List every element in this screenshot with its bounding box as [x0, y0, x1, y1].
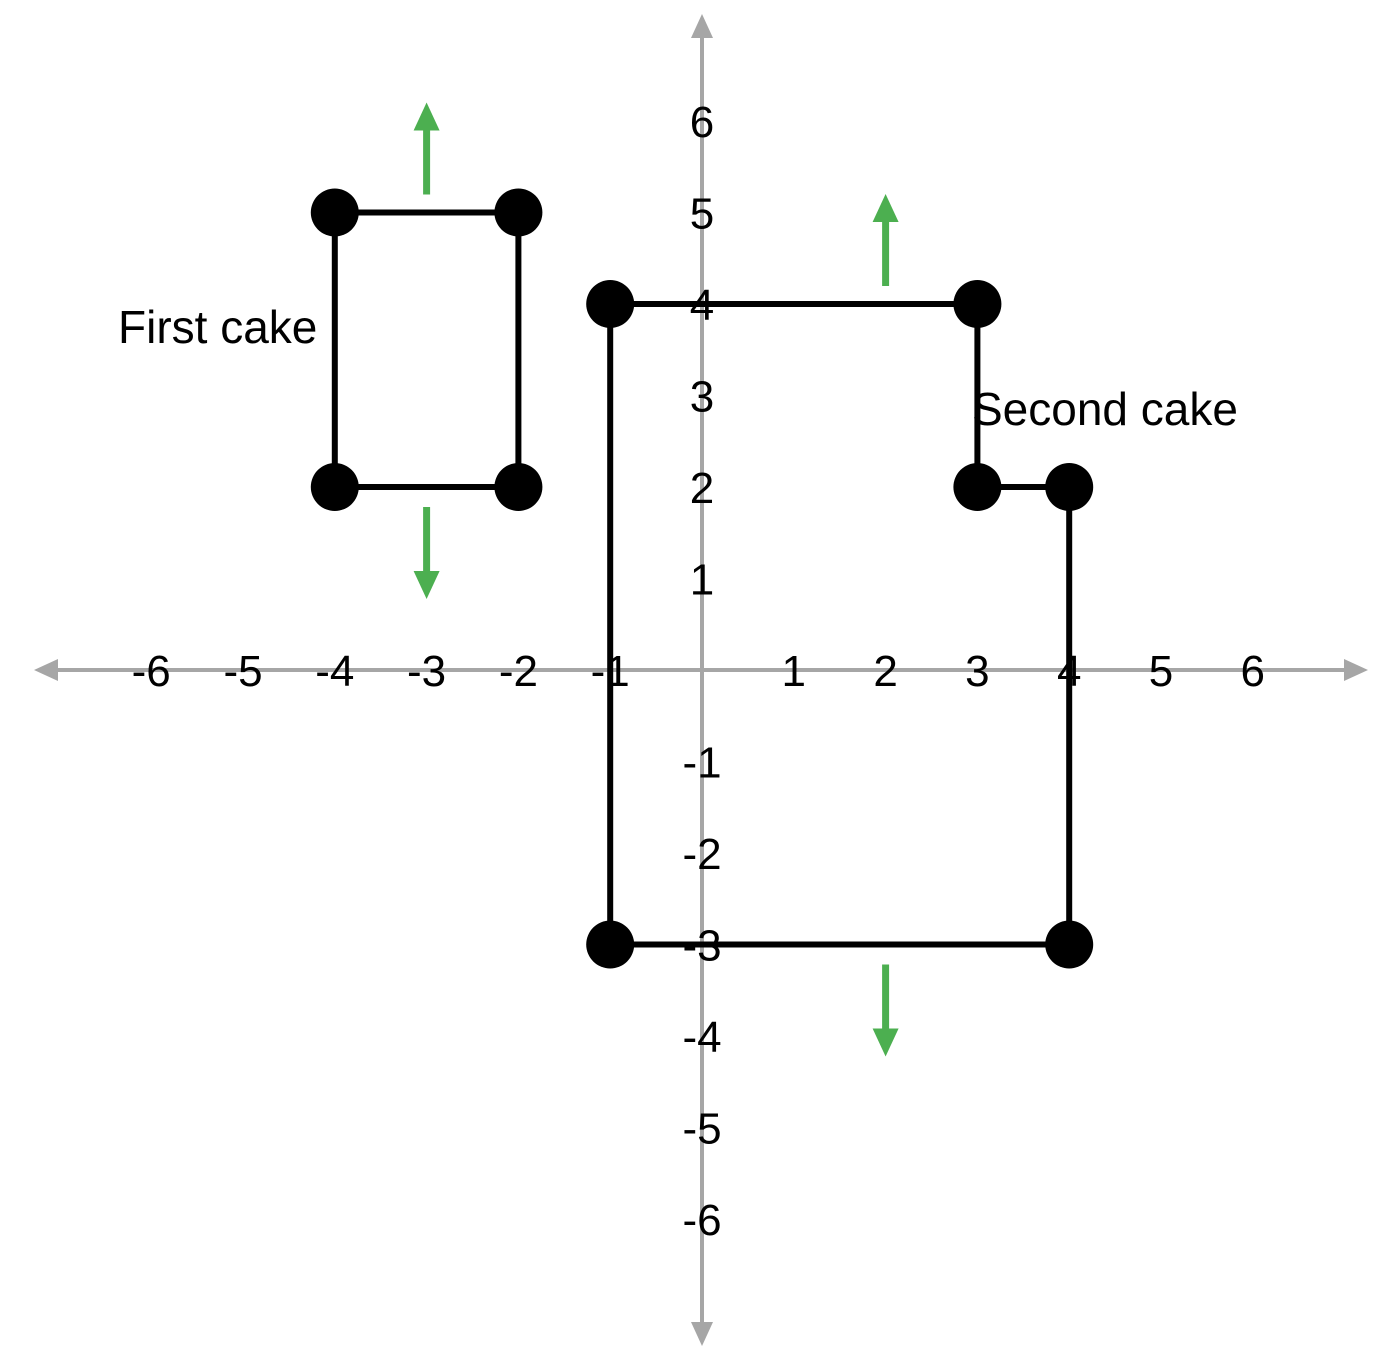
first-arrow-down-head [413, 571, 440, 599]
second-cake-vertex [953, 280, 1002, 328]
first-cake-vertex [310, 188, 359, 237]
y-tick-label: -5 [682, 1105, 721, 1154]
x-tick-label: -6 [132, 647, 171, 696]
x-tick-label: -4 [315, 647, 354, 696]
second-cake-vertex [1045, 920, 1094, 969]
cake-shapes [310, 188, 1094, 969]
y-tick-label: -6 [682, 1196, 721, 1245]
x-tick-label: 6 [1241, 647, 1265, 696]
x-tick-label: 2 [873, 647, 897, 696]
y-tick-label: -2 [682, 830, 721, 879]
first-cake-vertex [310, 463, 359, 511]
second-arrow-up-head [872, 194, 899, 222]
first-arrow-up-head [413, 102, 440, 131]
second-cake-vertex [586, 920, 635, 969]
x-tick-label: 1 [782, 647, 806, 696]
y-tick-label: 1 [690, 556, 714, 605]
direction-arrows [413, 102, 899, 1057]
shape-labels: First cake Second cake [118, 301, 1238, 435]
y-axis-bottom-arrowhead [691, 1322, 713, 1346]
y-tick-label: 6 [690, 98, 714, 147]
x-tick-label: 3 [965, 647, 989, 696]
second-cake-vertex [953, 463, 1002, 511]
y-tick-label: -4 [682, 1013, 721, 1062]
y-tick-label: 3 [690, 373, 714, 422]
first-cake-vertex [494, 463, 543, 511]
axes [34, 14, 1368, 1346]
y-tick-label: 2 [690, 464, 714, 513]
x-tick-label: -2 [499, 647, 538, 696]
y-tick-label: -1 [682, 739, 721, 788]
x-axis-right-arrowhead [1344, 659, 1368, 681]
second-cake-label: Second cake [972, 383, 1238, 435]
first-cake-label: First cake [118, 301, 317, 353]
x-tick-label: -3 [407, 647, 446, 696]
y-tick-label: 5 [690, 190, 714, 239]
second-cake-vertex [586, 280, 635, 328]
y-axis-top-arrowhead [691, 14, 713, 38]
x-tick-label: -5 [223, 647, 262, 696]
second-arrow-down-head [872, 1028, 899, 1057]
x-axis-left-arrowhead [34, 659, 58, 681]
first-cake-vertex [494, 188, 543, 237]
second-cake-vertex [1045, 463, 1094, 511]
x-tick-label: 5 [1149, 647, 1173, 696]
first-cake-outline [331, 209, 522, 490]
